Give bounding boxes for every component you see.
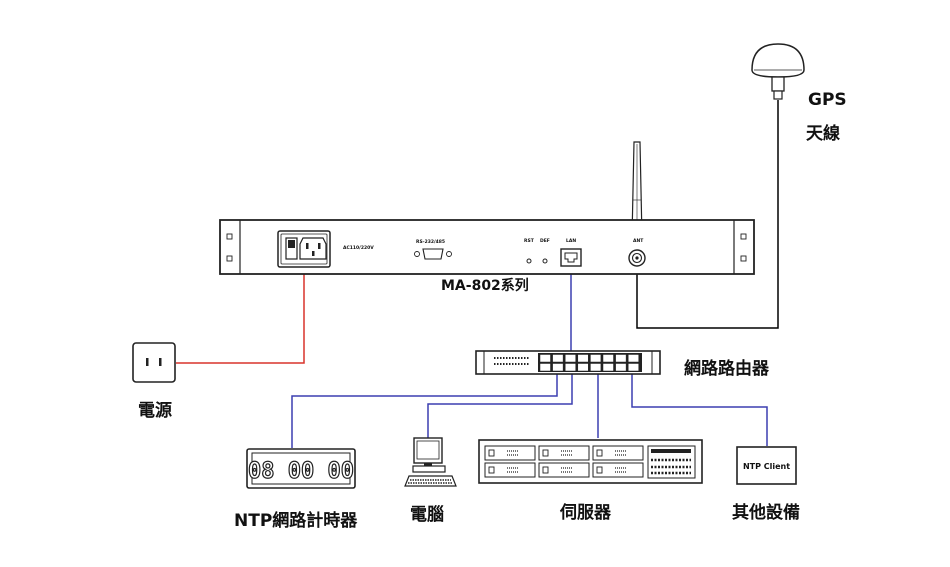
computer — [404, 437, 457, 487]
server-drive-bay — [592, 462, 644, 478]
ac-voltage-label: AC110/220V — [343, 245, 374, 251]
db9-serial-port[interactable] — [414, 248, 452, 260]
router-port[interactable] — [539, 354, 551, 363]
ntp-network-timer: 08 00 00 — [246, 448, 356, 489]
router-port[interactable] — [552, 363, 564, 372]
router-port[interactable] — [564, 354, 576, 363]
server-drive-bay — [538, 462, 590, 478]
router-port[interactable] — [615, 354, 627, 363]
power-cable — [176, 265, 305, 364]
router-port[interactable] — [577, 354, 589, 363]
rack-screw — [226, 255, 233, 262]
server-drive-bay — [484, 445, 536, 461]
ant-connector[interactable] — [628, 249, 646, 267]
serial-port-label: RS-232/485 — [416, 239, 445, 245]
def-button[interactable] — [542, 258, 548, 264]
rack-screw — [740, 255, 747, 262]
power-switch[interactable] — [285, 237, 298, 260]
router-port[interactable] — [539, 363, 551, 372]
ntp-timer-label: NTP網路計時器 — [234, 510, 358, 531]
router-ports — [539, 354, 639, 372]
router-port[interactable] — [602, 354, 614, 363]
router-port[interactable] — [564, 363, 576, 372]
ntp-timer-display: 08 00 00 — [248, 459, 354, 484]
lan-label: LAN — [566, 238, 576, 244]
network-router — [475, 350, 661, 375]
server-control-panel — [647, 445, 696, 479]
ma-802-device: AC110/220V RS-232/485 RST DEF LAN ANT — [219, 219, 755, 275]
ntp-client-label: NTP Client — [743, 462, 790, 471]
antenna-label: 天線 — [806, 123, 840, 144]
router-port[interactable] — [590, 354, 602, 363]
router-to-ntp-client-cable — [631, 372, 768, 446]
router-to-ntp-timer-cable — [291, 372, 558, 448]
computer-keyboard — [404, 475, 457, 487]
power-label: 電源 — [138, 400, 172, 421]
server-drive-bay — [592, 445, 644, 461]
rack-screw — [226, 233, 233, 240]
router-to-computer-cable — [427, 372, 573, 438]
rack-screw — [740, 233, 747, 240]
router-port[interactable] — [627, 354, 639, 363]
server — [478, 439, 703, 484]
gps-antenna — [751, 43, 805, 100]
computer-label: 電腦 — [410, 504, 444, 525]
server-drive-bays — [484, 445, 644, 478]
gps-antenna-base — [771, 76, 785, 92]
gps-antenna-cable — [636, 100, 779, 329]
lan-port[interactable] — [560, 248, 582, 267]
server-drive-bay — [538, 445, 590, 461]
server-label: 伺服器 — [559, 502, 612, 523]
router-port[interactable] — [590, 363, 602, 372]
gps-antenna-dome — [751, 43, 805, 78]
rst-button[interactable] — [526, 258, 532, 264]
device-model-label: MA-802系列 — [441, 277, 529, 294]
router-port[interactable] — [552, 354, 564, 363]
router-port[interactable] — [615, 363, 627, 372]
ntp-client-device: NTP Client — [736, 446, 797, 485]
ant-label: ANT — [633, 238, 644, 244]
gps-label: GPS — [808, 90, 847, 110]
power-inlet-module — [277, 230, 331, 268]
def-label: DEF — [540, 238, 550, 244]
cables — [176, 100, 779, 448]
other-devices-label: 其他設備 — [732, 502, 800, 523]
server-drive-bay — [484, 462, 536, 478]
computer-base — [412, 465, 446, 473]
rst-label: RST — [524, 238, 535, 244]
router-port[interactable] — [602, 363, 614, 372]
power-outlet — [132, 342, 176, 383]
router-port[interactable] — [627, 363, 639, 372]
router-port[interactable] — [577, 363, 589, 372]
router-label: 網路路由器 — [684, 358, 770, 379]
